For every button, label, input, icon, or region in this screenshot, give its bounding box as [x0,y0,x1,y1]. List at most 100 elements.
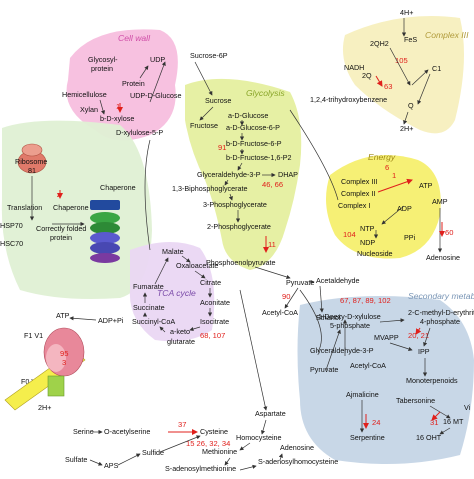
ajmalicine-label: Ajmalicine [346,390,379,399]
sah-label: S-adenosylhomocysteine [258,457,338,466]
xylulose-label: D-xylulose-5-P [116,128,163,137]
energy-adenosine-label: Adenosine [426,253,460,262]
ndp-label: NDP [360,238,375,247]
b-fructose-16p2-label: b-D-Fructose-1,6-P2 [226,153,292,162]
complex-h2-label: 2H+ [400,124,413,133]
secondary-number-24: 24 [372,418,380,427]
xylan-label: Xylan [80,105,98,114]
ipp-label: IPP [418,347,430,356]
b-fructose-6p-label: b-D-Fructose-6-P [226,139,282,148]
succinyl-coa-label: Succinyl-CoA [132,317,175,326]
udp-label: UDP [150,55,165,64]
ribosome-number-81: 81 [28,166,36,175]
hemicellulose-label: Hemicellulose [62,90,107,99]
energy-atp-label: ATP [419,181,433,190]
glycolysis-number-11: 11 [268,240,276,249]
citrate-label: Citrate [200,278,221,287]
dxp-label-1: 1-Doexy-D-xylulose [318,312,381,321]
oxaloacetate-label: Oxaloacetate [176,261,218,270]
me-label-1: 2-C-methyl-D-erythritol [408,308,474,317]
glycosyl-protein-label-1: Glycosyl- [88,55,118,64]
aspartate-label: Aspartate [255,409,286,418]
serpentine-label: Serpentine [350,433,385,442]
dxp-label-2: 5-phosphate [330,321,370,330]
complex-i-label: Complex I [338,201,370,210]
serine-label: Serine [73,427,94,436]
tabersonine-label: Tabersonine [396,396,435,405]
bpg-label: 1,3-Biphosphoglycerate [172,184,248,193]
q2-label: 2Q [362,71,372,80]
pg2-label: 2-Phosphoglycerate [207,222,271,231]
c1-label: C1 [432,64,441,73]
succinate-label: Succinate [133,303,165,312]
ketoglutarate-label-2: glutarate [167,337,195,346]
aps-label: APS [104,461,119,470]
isocitrate-label: Isocitrate [200,317,229,326]
complex-number-63: 63 [384,82,392,91]
gap-label: Glyceraldehyde-3-P [197,170,261,179]
a-glucose-6p-label: a-D-Glucose-6-P [226,123,280,132]
aconitate-label: Aconitate [200,298,230,307]
ketoglutarate-label-1: a-keto [170,327,190,336]
vi-label: Vi [464,403,471,412]
energy-title: Energy [368,152,396,162]
a-glucose-label: a-D-Glucose [228,111,268,120]
hsp70-label: HSP70 [0,221,23,230]
udp-glucose-label: UDP-D-Glucose [130,91,182,100]
sam-label: S-adenosylmethionine [165,464,236,473]
acetaldehyde-label: Acetaldehyde [316,276,360,285]
monoterpenoids-label: Monoterpenoids [406,376,458,385]
sucrose-6p-label: Sucrose-6P [190,51,228,60]
trihydroxybenzene-label: 1,2,4-trihydroxybenzene [310,95,387,104]
ribosome-small-subunit-icon [22,144,42,156]
secondary-gap-label: Glyceraldehyde-3-P [310,346,374,355]
translation-label: Translation [7,203,42,212]
ribosome-label: Ribosome [15,157,47,166]
me-label-2: 4-phosphate [420,317,460,326]
o-acetylserine-label: O-acetylserine [104,427,150,436]
cysteine-label: Cysteine [200,427,228,436]
sucrose-label: Sucrose [205,96,231,105]
secondary-pyruvate-label: Pyruvate [310,365,338,374]
methionine-label: Methionine [202,447,237,456]
hsc70-label: HSC70 [0,239,23,248]
ppi-label: PPi [404,233,416,242]
secondary-metabolism-title: Secondary metabolism [408,291,474,301]
acetaldehyde-numbers: 67, 87, 89, 102 [340,296,391,305]
amp-number-60: 60 [445,228,453,237]
sulfur-number-37: 37 [178,420,186,429]
chaperone-label: Chaperone [53,203,89,212]
amp-label: AMP [432,197,448,206]
protein-label: Protein [122,79,145,88]
energy-number-6: 6 [385,163,389,172]
adp-pi-label: ADP+Pi [98,316,124,325]
f1-label: F1 V1 [24,331,43,340]
atp-synthase-number-3: 3 [62,358,66,367]
isocitrate-numbers: 68, 107 [200,331,225,340]
homocysteine-label: Homocysteine [236,433,282,442]
dhap-numbers: 46, 66 [262,180,283,189]
complex-iii-title: Complex III [425,30,469,40]
complex-ii-label: Complex II [341,189,375,198]
complex-q-label: Q [408,101,414,110]
sulfide-label: Sulfide [142,448,164,457]
energy-adp-label: ADP [397,204,412,213]
mt16-label: 16 MT [443,417,464,426]
glycosyl-protein-label-2: protein [91,64,113,73]
secondary-acetyl-coa-label: Acetyl-CoA [350,361,386,370]
malate-label: Malate [162,247,184,256]
fes-label: FeS [404,35,417,44]
complex-iii-energy-label: Complex III [341,177,377,186]
atp-synthase-number-95: 95 [60,349,68,358]
acetyl-coa-label: Acetyl-CoA [262,308,298,317]
nucleoside-label: Nucleoside [357,249,393,258]
pyruvate-label: Pyruvate [286,278,314,287]
sulfur-adenosine-label: Adenosine [280,443,314,452]
chaperone-section-label: Chaperone [100,183,136,192]
sulfate-label: Sulfate [65,455,87,464]
atp-synthase-atp-label: ATP [56,311,70,320]
secondary-number-31: 31 [430,418,438,427]
oht16-label: 16 OHT [416,433,442,442]
